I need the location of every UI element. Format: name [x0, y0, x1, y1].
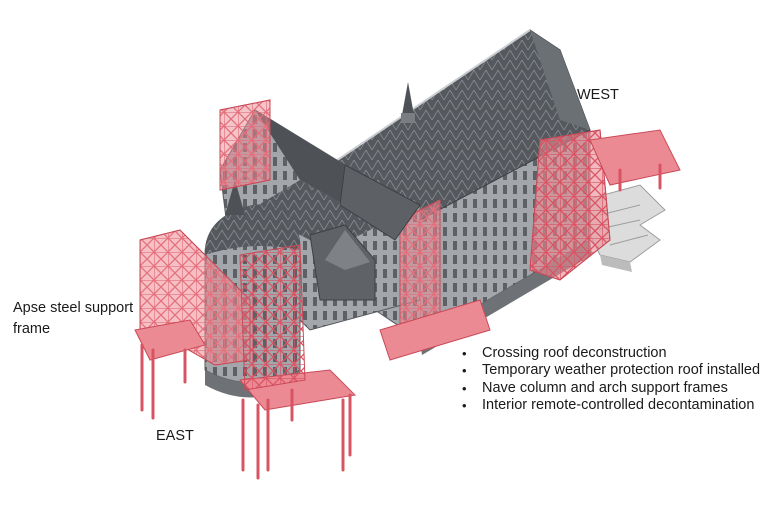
- bullet-list: Crossing roof deconstruction Temporary w…: [462, 345, 760, 415]
- east-label: EAST: [156, 428, 194, 444]
- steel-support-frames: [134, 99, 681, 411]
- bullet-item: Interior remote-controlled decontaminati…: [462, 397, 760, 415]
- crossing-roof: [339, 164, 421, 241]
- bullet-item: Nave column and arch support frames: [462, 380, 760, 398]
- steel-legs: [140, 163, 662, 480]
- west-label: WEST: [577, 87, 619, 103]
- bullet-item: Temporary weather protection roof instal…: [462, 362, 760, 380]
- crossing-spire: [401, 82, 415, 123]
- bullet-item: Crossing roof deconstruction: [462, 345, 760, 363]
- nave-roof: [329, 29, 591, 221]
- apse-label: Apse steel support frame: [13, 300, 134, 337]
